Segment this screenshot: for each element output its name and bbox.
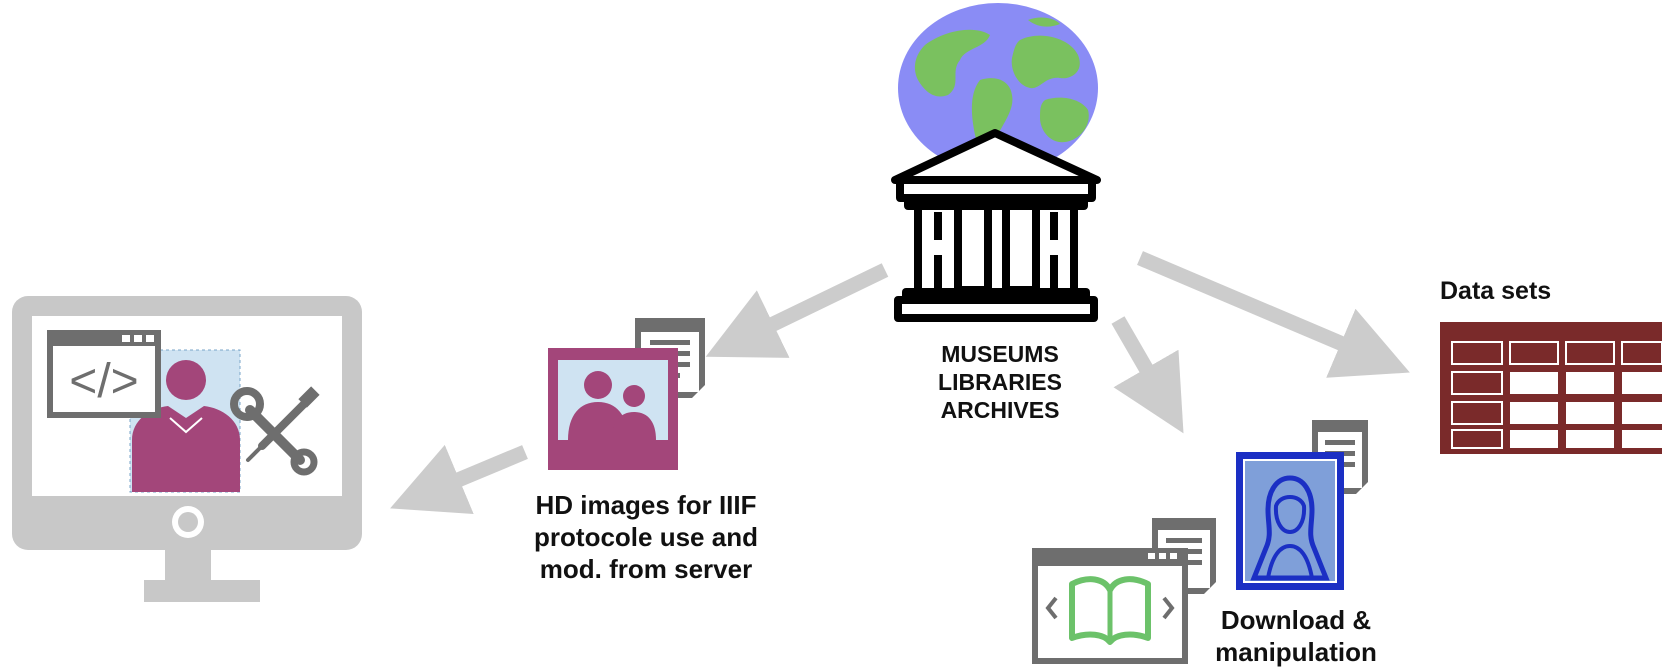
hd-images-line-1: HD images for IIIF — [535, 490, 757, 520]
arrow-to-data-sets — [1137, 251, 1410, 378]
institution-line-museums: MUSEUMS — [941, 341, 1059, 367]
institution-label: MUSEUMS LIBRARIES ARCHIVES — [900, 340, 1100, 424]
arrow-to-monitor — [390, 444, 528, 515]
download-label: Download & manipulation — [1186, 604, 1406, 668]
hd-images-line-3: mod. from server — [539, 554, 753, 584]
tools-icon — [230, 386, 320, 476]
hd-images-line-2: protocole use and — [534, 522, 758, 552]
arrow-to-hd-images — [705, 263, 889, 358]
hd-images-label: HD images for IIIF protocole use and mod… — [496, 489, 796, 585]
painting-portrait-icon — [1236, 420, 1368, 590]
download-line-1: Download & — [1220, 605, 1372, 635]
svg-text:</>: </> — [69, 355, 138, 408]
institution-line-libraries: LIBRARIES — [938, 369, 1062, 395]
code-window-icon: </> — [47, 330, 161, 418]
book-browser-icon — [1032, 518, 1216, 664]
globe-icon — [898, 3, 1098, 173]
arrows — [390, 251, 1410, 515]
download-line-2: manipulation — [1215, 637, 1377, 667]
arrow-to-download — [1111, 316, 1184, 434]
portrait-photo-icon — [548, 318, 705, 470]
museum-building-icon — [891, 129, 1101, 322]
data-sets-label: Data sets — [1440, 277, 1552, 305]
institution-line-archives: ARCHIVES — [940, 397, 1060, 423]
developer-monitor-icon: </> — [12, 296, 362, 602]
data-table-icon — [1440, 322, 1662, 454]
